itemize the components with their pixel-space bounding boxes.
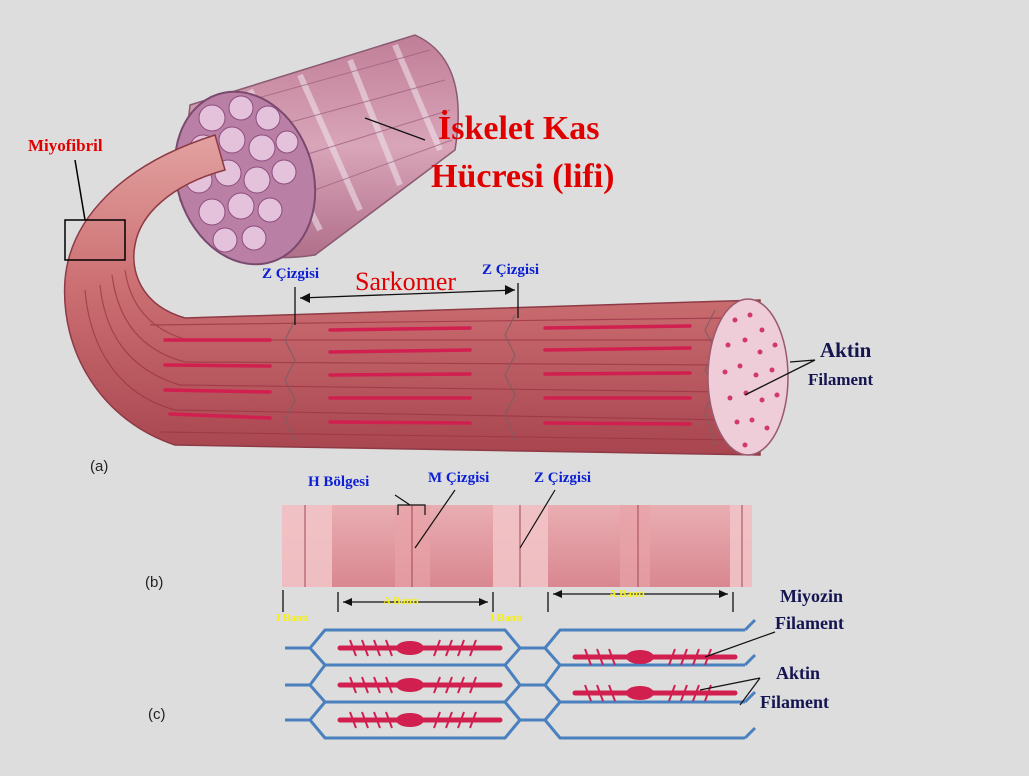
i-band-label-left: I Bantı — [276, 613, 309, 624]
i-band-label-mid: I Bantı — [490, 613, 523, 624]
panel-a-label: (a) — [90, 459, 108, 474]
h-zone-label: H Bölgesi — [308, 475, 369, 490]
muscle-cell-title-line2: Hücresi (lifi) — [431, 160, 615, 194]
z-line-label-right: Z Çizgisi — [482, 263, 539, 278]
panel-c-label: (c) — [148, 707, 166, 722]
panel-b-label: (b) — [145, 575, 163, 590]
sarcomere-label: Sarkomer — [355, 269, 456, 295]
actin-label-bottom-line2: Filament — [760, 693, 829, 711]
actin-label-bottom-line1: Aktin — [776, 664, 820, 682]
actin-label-top-line1: Aktin — [820, 340, 871, 361]
a-band-label-left: A Bantı — [383, 596, 419, 607]
z-line-label-b: Z Çizgisi — [534, 471, 591, 486]
muscle-cell-title-line1: İskelet Kas — [438, 112, 600, 146]
myosin-label-line2: Filament — [775, 614, 844, 632]
myosin-label-line1: Miyozin — [780, 587, 843, 605]
myofibril-label: Miyofibril — [28, 137, 103, 154]
actin-label-top-line2: Filament — [808, 371, 873, 388]
sarcomere-strip — [282, 505, 752, 587]
filament-arrangement — [285, 620, 755, 738]
z-line-label-left: Z Çizgisi — [262, 267, 319, 282]
myosin-leader-line — [705, 632, 775, 657]
a-band-label-right: A Bantı — [609, 589, 645, 600]
m-line-label: M Çizgisi — [428, 471, 489, 486]
myofibril-end-face — [708, 299, 788, 455]
